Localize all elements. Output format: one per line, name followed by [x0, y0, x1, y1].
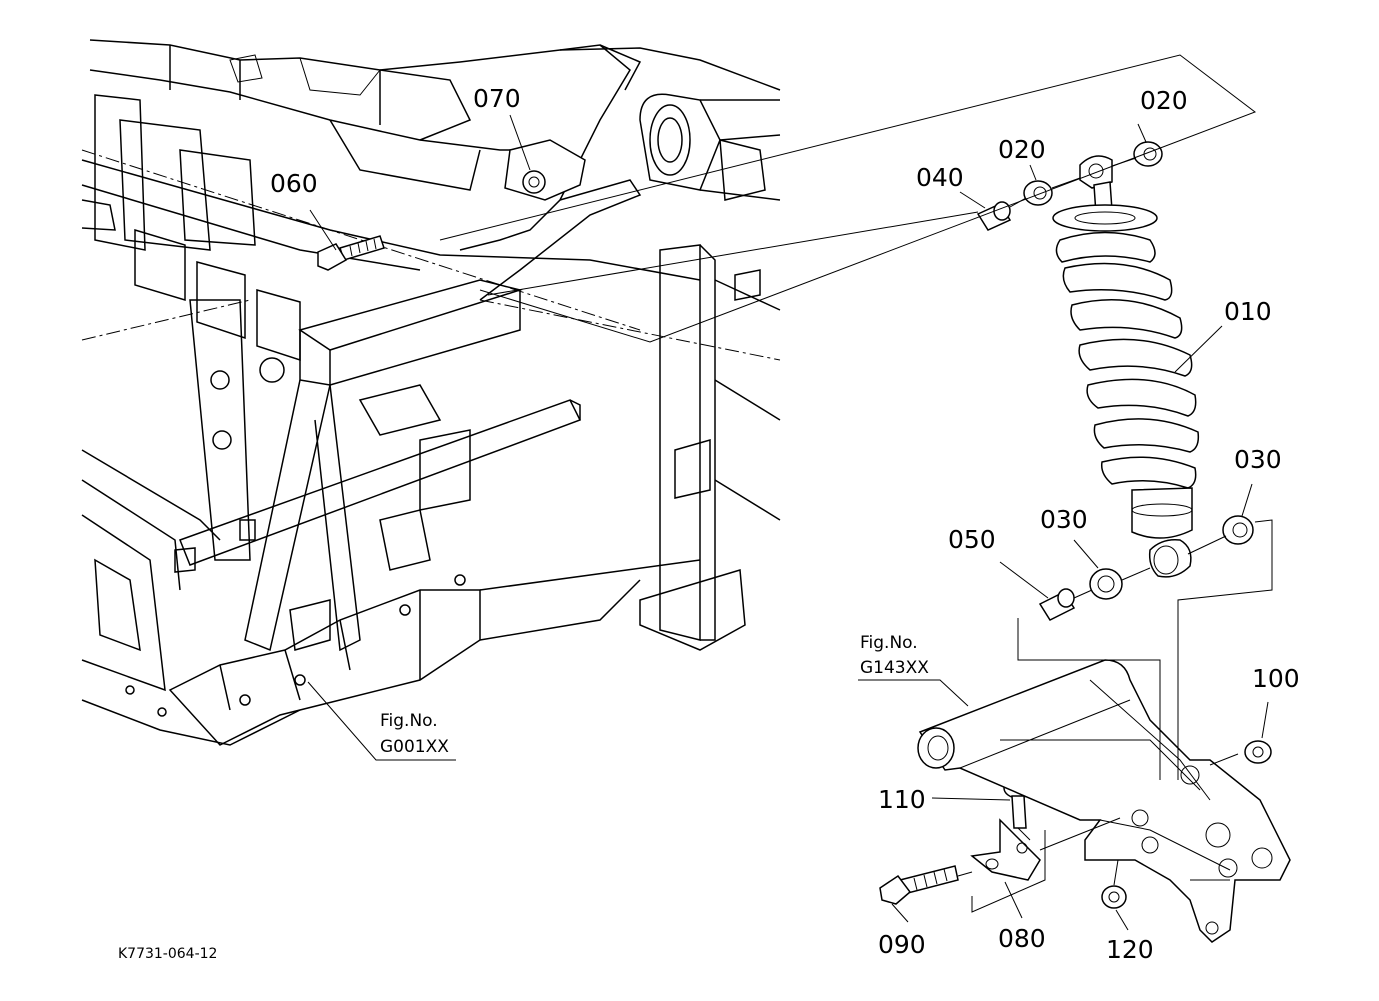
part-label-030b: 030 [1234, 445, 1282, 474]
drawing-caption: K7731-064-12 [118, 946, 217, 962]
part-label-040: 040 [916, 163, 964, 192]
part-090-bolt [879, 865, 959, 905]
part-040-collar [976, 201, 1012, 231]
part-030a-bushing [1089, 568, 1123, 600]
part-030b-bushing [1222, 515, 1254, 545]
fig-ref-g143-line1: Fig.No. [860, 633, 918, 653]
assembly-lines [307, 54, 1273, 931]
part-050-collar [1038, 588, 1076, 621]
fig-ref-g143-line2: G143XX [860, 658, 929, 678]
part-label-060: 060 [270, 169, 318, 198]
part-label-120: 120 [1106, 935, 1154, 964]
part-010-shock-absorber [1052, 155, 1200, 578]
figure-reference-g001: Fig.No. G001XX [380, 711, 449, 757]
part-label-010: 010 [1224, 297, 1272, 326]
part-label-030a: 030 [1040, 505, 1088, 534]
fig-ref-g001-line2: G001XX [380, 737, 449, 757]
part-label-080: 080 [998, 924, 1046, 953]
vehicle-frame-drawing [81, 39, 781, 746]
part-100-nut [1244, 740, 1272, 764]
part-label-020a: 020 [998, 135, 1046, 164]
figure-reference-g143: Fig.No. G143XX [860, 633, 929, 678]
part-label-070: 070 [473, 84, 521, 113]
part-number-labels: 020 020 040 010 030 030 050 060 070 100 … [270, 84, 1300, 964]
part-020a-bushing [1023, 180, 1053, 206]
part-060-bolt [317, 235, 385, 271]
part-label-090: 090 [878, 930, 926, 959]
lower-arm-assembly [917, 659, 1291, 943]
part-label-100: 100 [1252, 664, 1300, 693]
part-080-bracket [970, 818, 1041, 881]
part-label-050: 050 [948, 525, 996, 554]
part-020b-bushing [1133, 141, 1163, 167]
part-label-020b: 020 [1140, 86, 1188, 115]
part-120-nut [1101, 885, 1127, 909]
part-label-110: 110 [878, 785, 926, 814]
fig-ref-g001-line1: Fig.No. [380, 711, 438, 731]
part-070-nut [522, 170, 546, 194]
